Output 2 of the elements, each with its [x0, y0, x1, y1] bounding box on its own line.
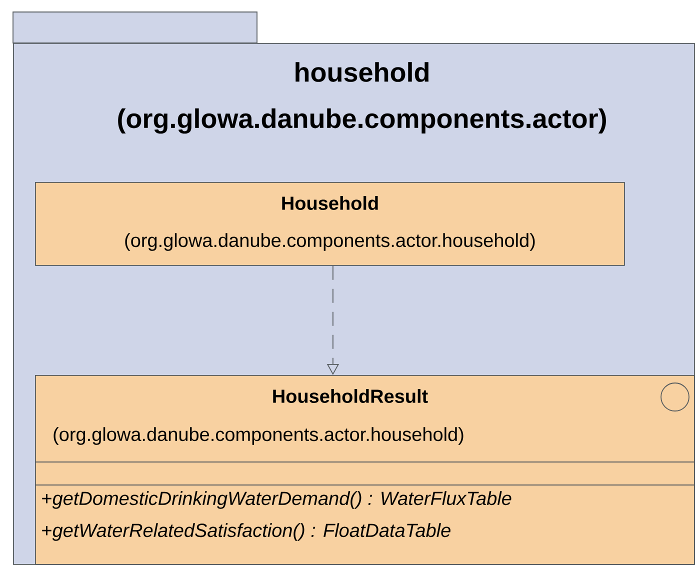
class-box: HouseholdResult (org.glowa.danube.components.actor.household) +getDomesticDrinkingWaterDemand() : WaterFluxTable +getWaterRelatedSatisfaction() : FloatDataTable	[34, 375, 695, 565]
class-box: Household (org.glowa.danube.components.actor.household)	[35, 182, 625, 266]
